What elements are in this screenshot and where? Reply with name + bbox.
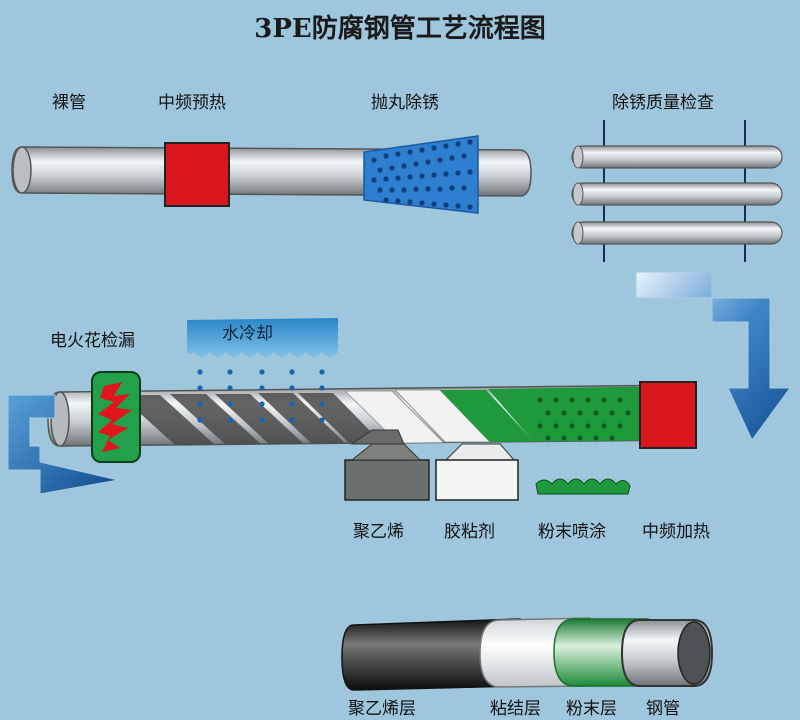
check-pipe-2 [571, 182, 783, 206]
check-pipe-1 [571, 145, 783, 169]
label-adhesive-layer: 粘结层 [490, 699, 541, 719]
label-shot-blast: 抛丸除锈 [371, 93, 439, 113]
adhesive-extruder [435, 443, 519, 501]
page-title: 3PE防腐钢管工艺流程图 [254, 14, 546, 44]
label-pe-layer: 聚乙烯层 [348, 699, 416, 719]
label-rust-check: 除锈质量检查 [612, 93, 714, 113]
label-spark-test: 电火花检漏 [50, 331, 135, 351]
pe-layer-shape [341, 618, 521, 691]
label-water-cool: 水冷却 [222, 324, 273, 344]
label-adhesive: 胶粘剂 [444, 522, 495, 542]
induction-heater [639, 381, 697, 449]
label-powder-layer: 粉末层 [566, 699, 617, 719]
label-preheat: 中频预热 [158, 93, 226, 113]
layer-cutaway [341, 617, 714, 691]
pe-extruder [344, 429, 430, 501]
label-induction-heat: 中频加热 [642, 522, 710, 542]
label-steel-pipe: 钢管 [646, 699, 680, 719]
shot-blast-zone [363, 135, 479, 214]
label-powder-spray: 粉末喷涂 [538, 522, 606, 542]
spark-tester [91, 371, 141, 463]
water-cooling [187, 318, 338, 423]
powder-spray-head [535, 478, 631, 495]
label-polyethylene: 聚乙烯 [353, 522, 404, 542]
check-pipe-3 [571, 221, 783, 245]
flow-arrow-exit-icon [7, 394, 119, 495]
preheat-coil [164, 142, 230, 207]
flow-arrow-down-icon [635, 271, 791, 441]
rust-check-rack [571, 120, 783, 262]
label-bare-pipe: 裸管 [52, 93, 86, 113]
